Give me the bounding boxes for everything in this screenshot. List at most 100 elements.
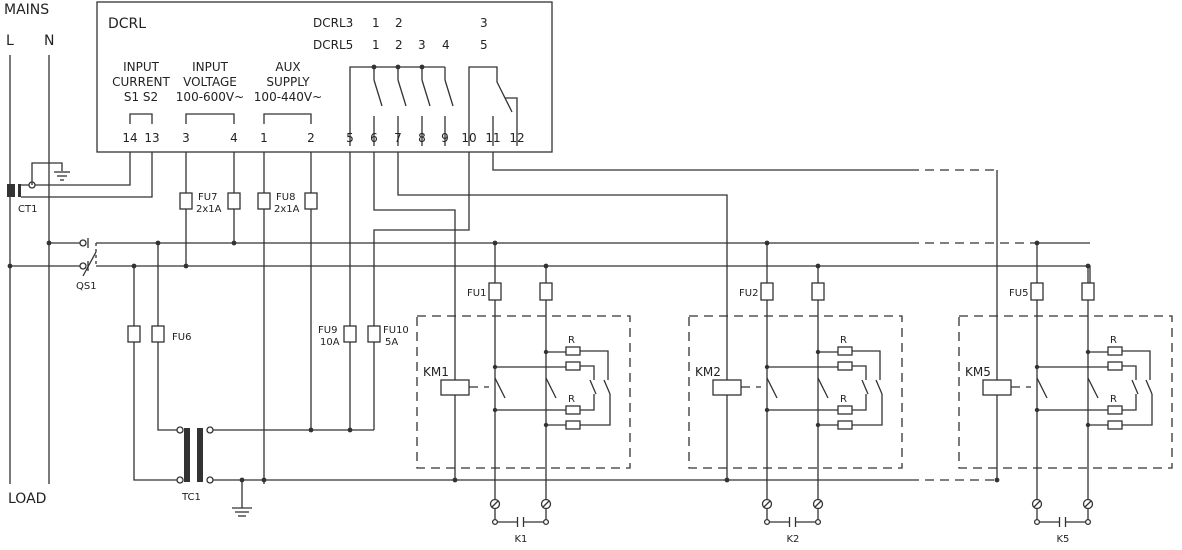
svg-text:10: 10 bbox=[461, 131, 476, 145]
contactor-main-contacts bbox=[1036, 377, 1099, 399]
resistor-label: R bbox=[1110, 394, 1117, 405]
contactor-coil bbox=[712, 379, 742, 396]
mains-n-label: N bbox=[44, 33, 54, 49]
auxiliary-contacts bbox=[1131, 379, 1153, 395]
phase-conductors bbox=[766, 243, 819, 500]
dcrl-name: DCRL bbox=[108, 16, 146, 32]
voltage-input-bracket bbox=[185, 113, 235, 124]
contactor-label: KM1 bbox=[423, 365, 449, 379]
fu10-label: FU10 bbox=[383, 325, 409, 336]
tc1-primary-wire-b bbox=[157, 243, 178, 431]
fu9-rating: 10A bbox=[320, 337, 340, 348]
svg-text:INPUT: INPUT bbox=[192, 60, 229, 74]
svg-text:VOLTAGE: VOLTAGE bbox=[183, 75, 237, 89]
fu7-label: FU7 bbox=[198, 192, 217, 203]
dcrl5-step-labels: 1 2 3 4 5 bbox=[372, 38, 488, 52]
relay-contacts-1-4 bbox=[373, 67, 454, 146]
ct-s1-wire bbox=[28, 152, 131, 186]
dcrl5-step-4: 4 bbox=[442, 38, 450, 52]
fu10-rating: 5A bbox=[385, 337, 398, 348]
svg-text:2: 2 bbox=[307, 131, 315, 145]
dcrl3-step-2: 2 bbox=[395, 16, 403, 30]
resistor bbox=[837, 346, 853, 356]
dcrl3-step-labels: 1 2 3 bbox=[372, 16, 488, 30]
svg-text:8: 8 bbox=[418, 131, 426, 145]
resistor bbox=[1107, 361, 1123, 371]
svg-text:1: 1 bbox=[260, 131, 268, 145]
svg-text:7: 7 bbox=[394, 131, 402, 145]
stage-fuse-a bbox=[760, 282, 774, 301]
stage-fuse-label: FU1 bbox=[467, 288, 486, 299]
stage-fuse-b bbox=[539, 282, 553, 301]
fu8-rating: 2x1A bbox=[274, 204, 300, 215]
relay-output-1-wire bbox=[373, 152, 456, 386]
tc1-label: TC1 bbox=[181, 492, 201, 503]
contactor-enclosure bbox=[688, 315, 903, 469]
svg-text:100-600V~: 100-600V~ bbox=[176, 90, 244, 104]
tc1-primary-wire-a bbox=[133, 266, 178, 481]
resistor bbox=[565, 405, 581, 415]
relay-output-5-wire bbox=[492, 152, 910, 171]
svg-text:CURRENT: CURRENT bbox=[112, 75, 170, 89]
auxiliary-contacts bbox=[589, 379, 611, 395]
dcrl5-step-2: 2 bbox=[395, 38, 403, 52]
resistor bbox=[565, 420, 581, 430]
contactor-label: KM2 bbox=[695, 365, 721, 379]
svg-text:13: 13 bbox=[144, 131, 159, 145]
input-current-label: INPUT CURRENT S1 S2 bbox=[112, 60, 170, 104]
contactor-main-contacts bbox=[494, 377, 557, 399]
resistor bbox=[1107, 346, 1123, 356]
svg-text:11: 11 bbox=[485, 131, 500, 145]
svg-text:SUPPLY: SUPPLY bbox=[266, 75, 310, 89]
resistor bbox=[565, 361, 581, 371]
fu10-fuse bbox=[367, 325, 381, 343]
fu9-label: FU9 bbox=[318, 325, 337, 336]
fu8-fuse-b bbox=[304, 192, 318, 210]
fu9-fuse bbox=[343, 325, 357, 343]
load-label: LOAD bbox=[8, 491, 46, 507]
stage-fuse-a bbox=[1030, 282, 1044, 301]
stage-fuse-a bbox=[488, 282, 502, 301]
fu7-rating: 2x1A bbox=[196, 204, 222, 215]
fu6-fuse-b bbox=[151, 325, 165, 343]
fu7-fuse-a bbox=[179, 192, 193, 210]
tc1-transformer bbox=[176, 426, 214, 484]
svg-text:3: 3 bbox=[182, 131, 190, 145]
svg-text:6: 6 bbox=[370, 131, 378, 145]
contactor-coil bbox=[440, 379, 470, 396]
fu8-fuse-a bbox=[257, 192, 271, 210]
ground-icon bbox=[232, 480, 252, 517]
resistor bbox=[837, 420, 853, 430]
fu6-label: FU6 bbox=[172, 332, 191, 343]
relay-output-2-wire bbox=[397, 152, 728, 386]
qs1-label: QS1 bbox=[76, 281, 97, 292]
svg-text:5: 5 bbox=[346, 131, 354, 145]
busbar-2 bbox=[96, 265, 1091, 290]
ct-ground-wire bbox=[31, 162, 63, 185]
capacitor-symbol bbox=[516, 517, 525, 527]
svg-text:4: 4 bbox=[230, 131, 238, 145]
stage-fuse-b bbox=[811, 282, 825, 301]
resistor bbox=[565, 346, 581, 356]
svg-text:12: 12 bbox=[509, 131, 524, 145]
fu6-fuse-a bbox=[127, 325, 141, 343]
phase-conductors bbox=[494, 243, 547, 500]
qs1-disconnect-switch bbox=[79, 238, 97, 277]
fu7-fuse-b bbox=[227, 192, 241, 210]
svg-text:INPUT: INPUT bbox=[123, 60, 160, 74]
mains-title: MAINS bbox=[4, 2, 49, 18]
capacitor-label: K2 bbox=[787, 534, 800, 545]
svg-text:S1 S2: S1 S2 bbox=[124, 90, 158, 104]
capacitor-symbol bbox=[1058, 517, 1067, 527]
capacitor-label: K5 bbox=[1057, 534, 1070, 545]
dcrl5-label: DCRL5 bbox=[313, 38, 353, 52]
resistor-label: R bbox=[1110, 335, 1117, 346]
aux-supply-label: AUX SUPPLY 100-440V~ bbox=[254, 60, 322, 104]
stage-fuse-label: FU2 bbox=[739, 288, 758, 299]
svg-text:AUX: AUX bbox=[275, 60, 300, 74]
dcrl5-step-1: 1 bbox=[372, 38, 380, 52]
dcrl5-step-3: 3 bbox=[418, 38, 426, 52]
